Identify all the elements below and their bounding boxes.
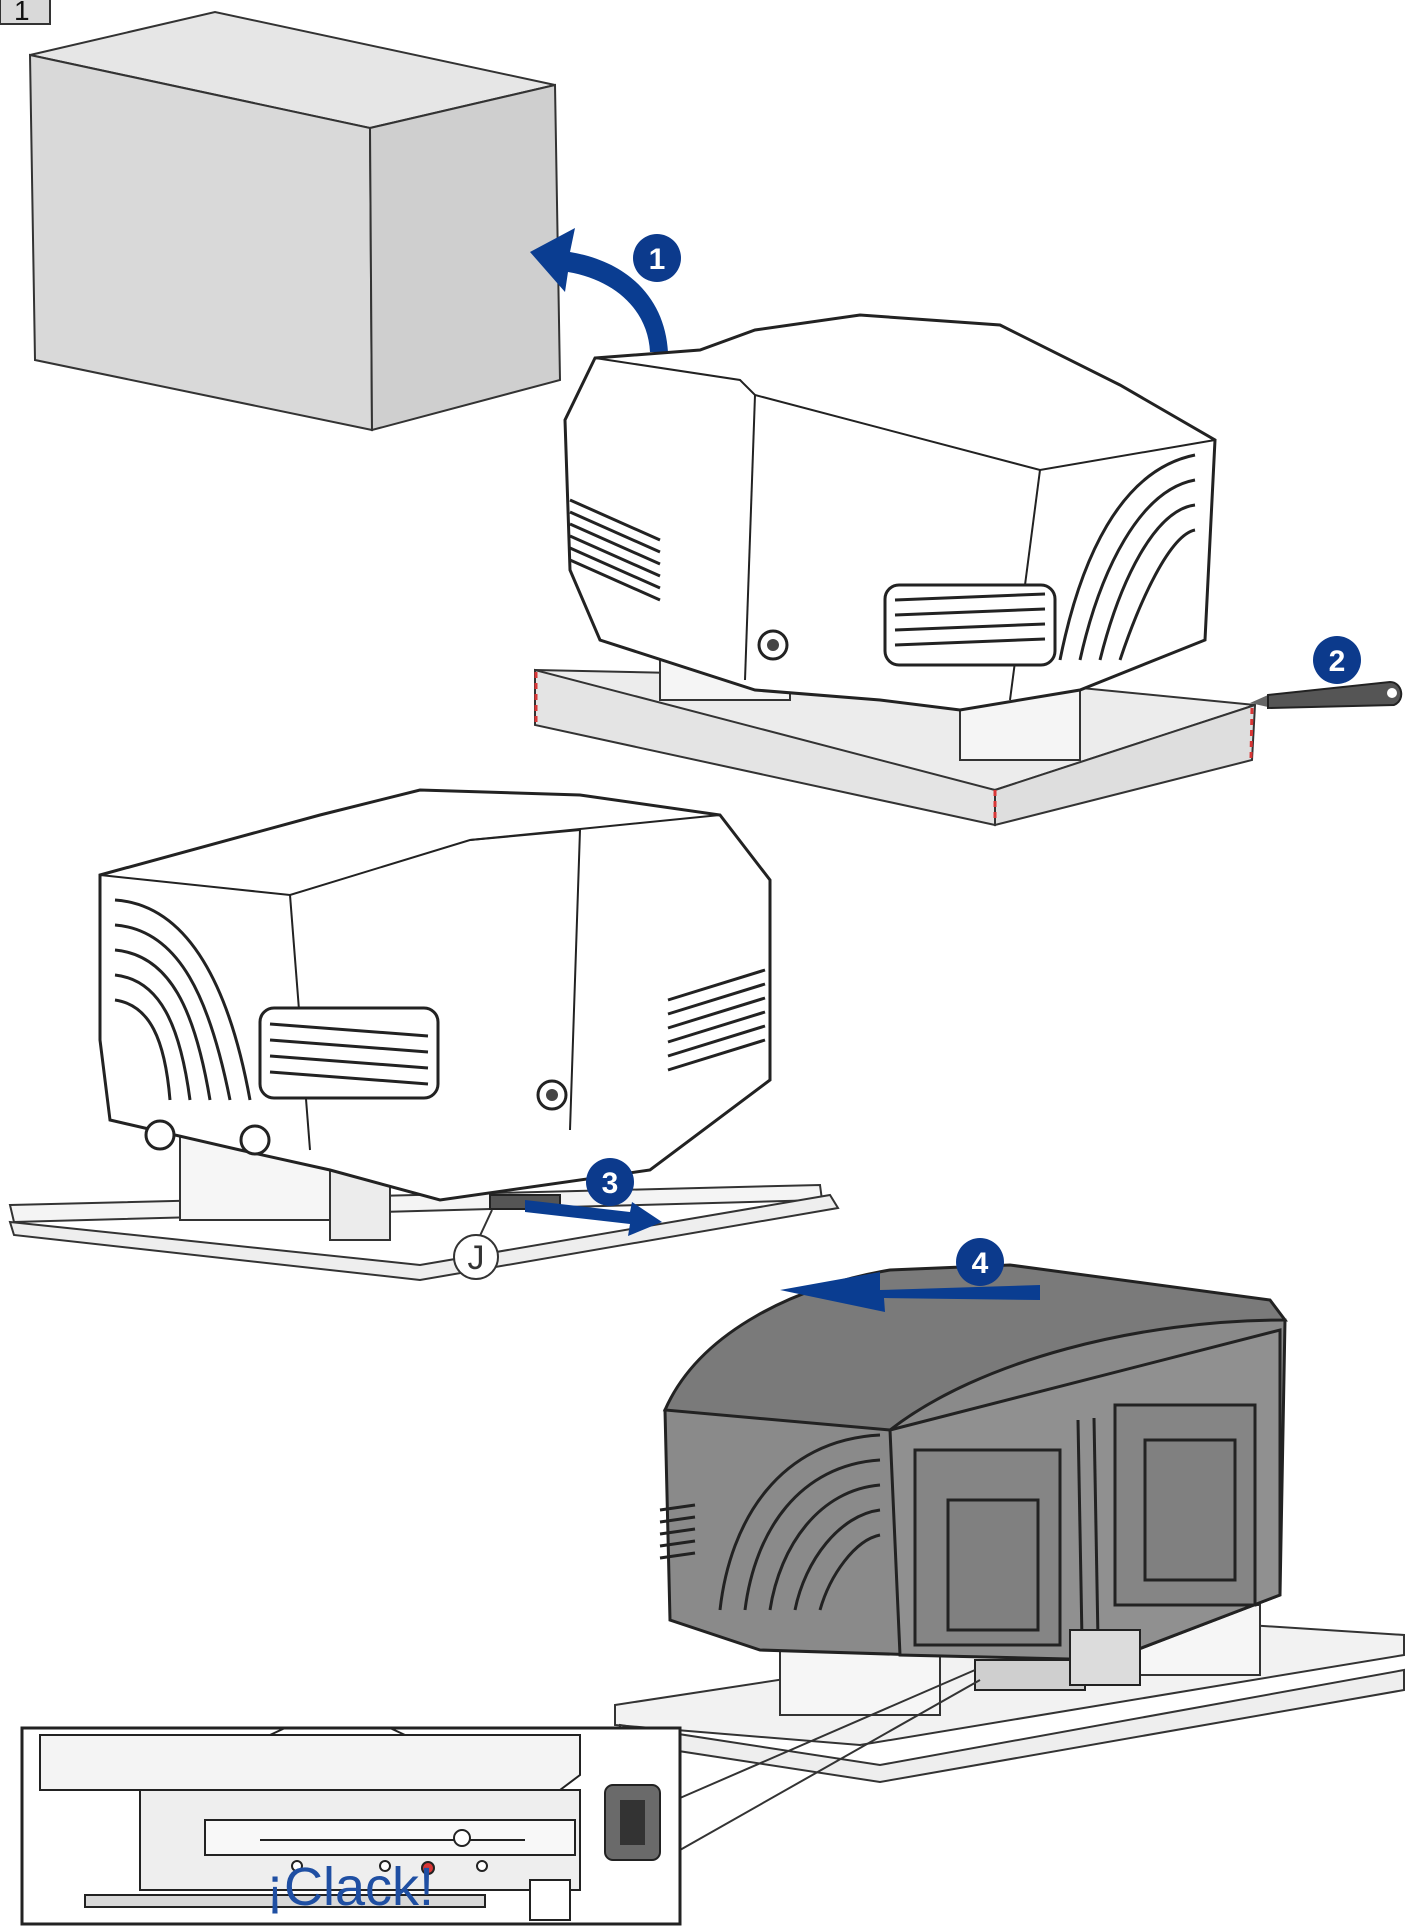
- shipping-box: [28, 10, 562, 432]
- latch-detail-inset: ¡Clack!: [20, 1726, 682, 1926]
- callout-1-label: 1: [649, 243, 666, 276]
- step-indicator-label: 1: [14, 0, 30, 26]
- lift-arrow-icon: [530, 228, 668, 352]
- machine-with-cover: [614, 1263, 1405, 1784]
- part-label-j: J: [468, 1239, 485, 1277]
- slide-arrow-icon: [525, 1200, 662, 1236]
- cover-slide-arrow-icon: [780, 1272, 1040, 1312]
- callout-3-label: 3: [602, 1167, 619, 1200]
- callout-badge-2: 2: [1313, 636, 1361, 684]
- step-indicator: 1: [0, 0, 51, 26]
- part-callout-j: J: [453, 1209, 499, 1280]
- machine-on-tray: [534, 313, 1257, 827]
- detail-zoom-lines: [679, 1669, 981, 1851]
- callout-2-label: 2: [1329, 645, 1346, 678]
- callout-badge-1: 1: [633, 234, 681, 282]
- utility-knife-icon: [1250, 680, 1403, 710]
- machine-on-foam: [8, 788, 840, 1282]
- callout-badge-3: 3: [586, 1158, 634, 1206]
- clack-sound-label: ¡Clack!: [266, 1857, 434, 1917]
- callout-badge-4: 4: [956, 1238, 1004, 1286]
- callout-4-label: 4: [972, 1247, 989, 1280]
